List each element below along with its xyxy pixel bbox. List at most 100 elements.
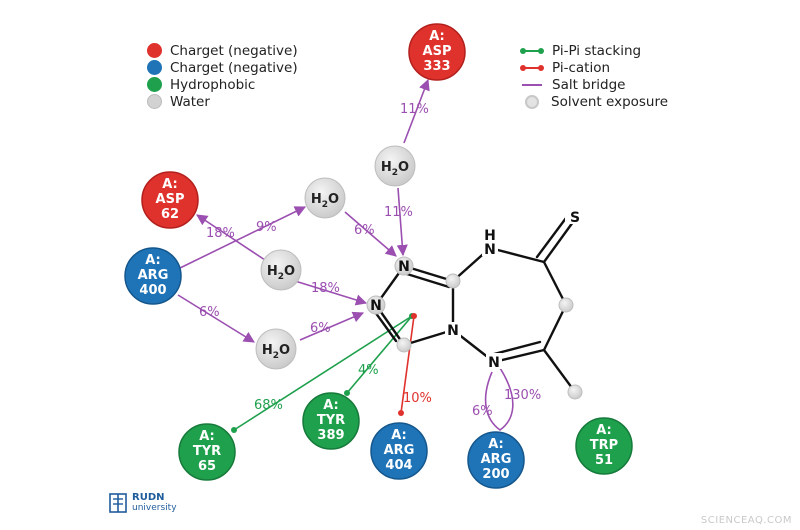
svg-text:400: 400 (139, 283, 166, 298)
residue-arg200: A: ARG 200 (467, 431, 525, 489)
link-arg404-end (398, 410, 404, 416)
residue-trp51: A: TRP 51 (575, 417, 633, 475)
svg-text:333: 333 (423, 59, 450, 74)
salt-bridge-line-icon (522, 83, 542, 86)
svg-text:H2O: H2O (311, 192, 339, 210)
logo-subtitle: university (132, 503, 177, 513)
svg-text:200: 200 (482, 467, 509, 482)
legend-item: Pi-cation (520, 59, 668, 76)
legend-item: Salt bridge (522, 76, 668, 93)
svg-text:51: 51 (595, 453, 613, 468)
water-3: H2O (260, 249, 302, 291)
exposure-n1 (394, 256, 414, 276)
link-tyr65 (233, 315, 413, 431)
svg-text:H2O: H2O (262, 343, 290, 361)
solvent-exposure-icon (525, 94, 539, 109)
svg-text:A:: A: (199, 429, 215, 444)
svg-text:A:: A: (162, 177, 178, 192)
svg-text:A:: A: (596, 423, 612, 438)
residues: A: ASP 333 A: ASP 62 A: ARG 400 A: ARG 4… (124, 23, 633, 489)
exposure-c3 (396, 337, 412, 353)
svg-text:A:: A: (323, 398, 339, 413)
svg-text:ASP: ASP (423, 44, 452, 59)
water-1: H2O (374, 145, 416, 187)
svg-text:65: 65 (198, 459, 216, 474)
pi-cation-line-icon (520, 64, 544, 71)
link-w3-asp62 (196, 214, 269, 263)
legend-residue-types: Charget (negative) Charget (negative) Hy… (147, 42, 298, 110)
svg-text:TYR: TYR (317, 413, 345, 428)
rudn-logo: RUDN university (108, 492, 177, 514)
pct-w3-n2: 18% (311, 281, 340, 296)
interaction-lines (177, 78, 514, 433)
ligand-atoms: N N N N H N S (370, 208, 581, 371)
residue-arg404: A: ARG 404 (370, 422, 428, 480)
watermark: SCIENCEAQ.COM (700, 515, 792, 526)
legend-item: Charget (negative) (147, 42, 298, 59)
exposure-c2 (558, 297, 574, 313)
atom-s: S (570, 210, 580, 226)
pct-w2-n1: 6% (354, 223, 375, 238)
atom-n2: N (370, 298, 382, 314)
svg-text:A:: A: (391, 428, 407, 443)
pct-tyr389: 4% (358, 363, 379, 378)
pct-arg200-a: 130% (504, 388, 541, 403)
link-w2-n1 (344, 211, 397, 257)
residue-asp333: A: ASP 333 (408, 23, 466, 81)
waters: H2O H2O H2O H2O (255, 145, 416, 370)
exposure-c1 (445, 273, 461, 289)
residue-arg400: A: ARG 400 (124, 247, 182, 305)
atom-n1: N (398, 259, 410, 275)
residue-tyr65: A: TYR 65 (178, 423, 236, 481)
pct-arg400-w2: 9% (256, 220, 277, 235)
atom-nh-h: H (484, 228, 496, 244)
solvent-exposure (366, 256, 583, 400)
legend-item: Water (147, 93, 298, 110)
link-arg200-arc (484, 367, 514, 431)
link-w4-n2 (299, 311, 365, 341)
pct-asp62: 18% (206, 226, 235, 241)
legend-item: Charget (negative) (147, 59, 298, 76)
legend-item: Solvent exposure (522, 93, 668, 110)
atom-nh-n: N (484, 242, 496, 258)
svg-text:389: 389 (317, 428, 344, 443)
ligand-bonds (368, 216, 577, 394)
svg-text:A:: A: (429, 29, 445, 44)
link-w1-n1 (396, 187, 408, 257)
svg-text:ARG: ARG (138, 268, 169, 283)
legend-dot (147, 77, 162, 92)
residue-tyr389: A: TYR 389 (302, 392, 360, 450)
residue-asp62: A: ASP 62 (141, 171, 199, 229)
svg-text:H2O: H2O (267, 264, 295, 282)
pct-w1-n1: 11% (384, 205, 413, 220)
rudn-emblem-icon (109, 493, 127, 513)
water-2: H2O (304, 177, 346, 219)
link-w3-n2 (294, 280, 368, 306)
svg-text:A:: A: (145, 253, 161, 268)
legend-dot (147, 43, 162, 58)
link-tyr389 (346, 315, 413, 394)
atom-n4: N (488, 355, 500, 371)
link-arg404 (400, 315, 415, 414)
pct-arg404: 10% (403, 391, 432, 406)
logo-title: RUDN (132, 492, 165, 503)
legend-interaction-types: Pi-Pi stacking Pi-cation Salt bridge Sol… (520, 42, 668, 110)
link-tyr389-end (344, 390, 350, 396)
svg-text:ARG: ARG (481, 452, 512, 467)
svg-text:404: 404 (385, 458, 412, 473)
link-tyr65-end (231, 427, 237, 433)
svg-text:TYR: TYR (193, 444, 221, 459)
exposure-n2 (366, 295, 386, 315)
svg-text:A:: A: (488, 437, 504, 452)
svg-text:TRP: TRP (590, 438, 618, 453)
water-4: H2O (255, 328, 297, 370)
link-asp333 (403, 78, 430, 144)
pi-pi-line-icon (520, 47, 544, 54)
exposure-c5 (567, 384, 583, 400)
legend-item: Hydrophobic (147, 76, 298, 93)
legend-dot (147, 94, 162, 109)
pct-tyr65: 68% (254, 398, 283, 413)
legend-dot (147, 60, 162, 75)
pct-arg200-b: 6% (472, 404, 493, 419)
